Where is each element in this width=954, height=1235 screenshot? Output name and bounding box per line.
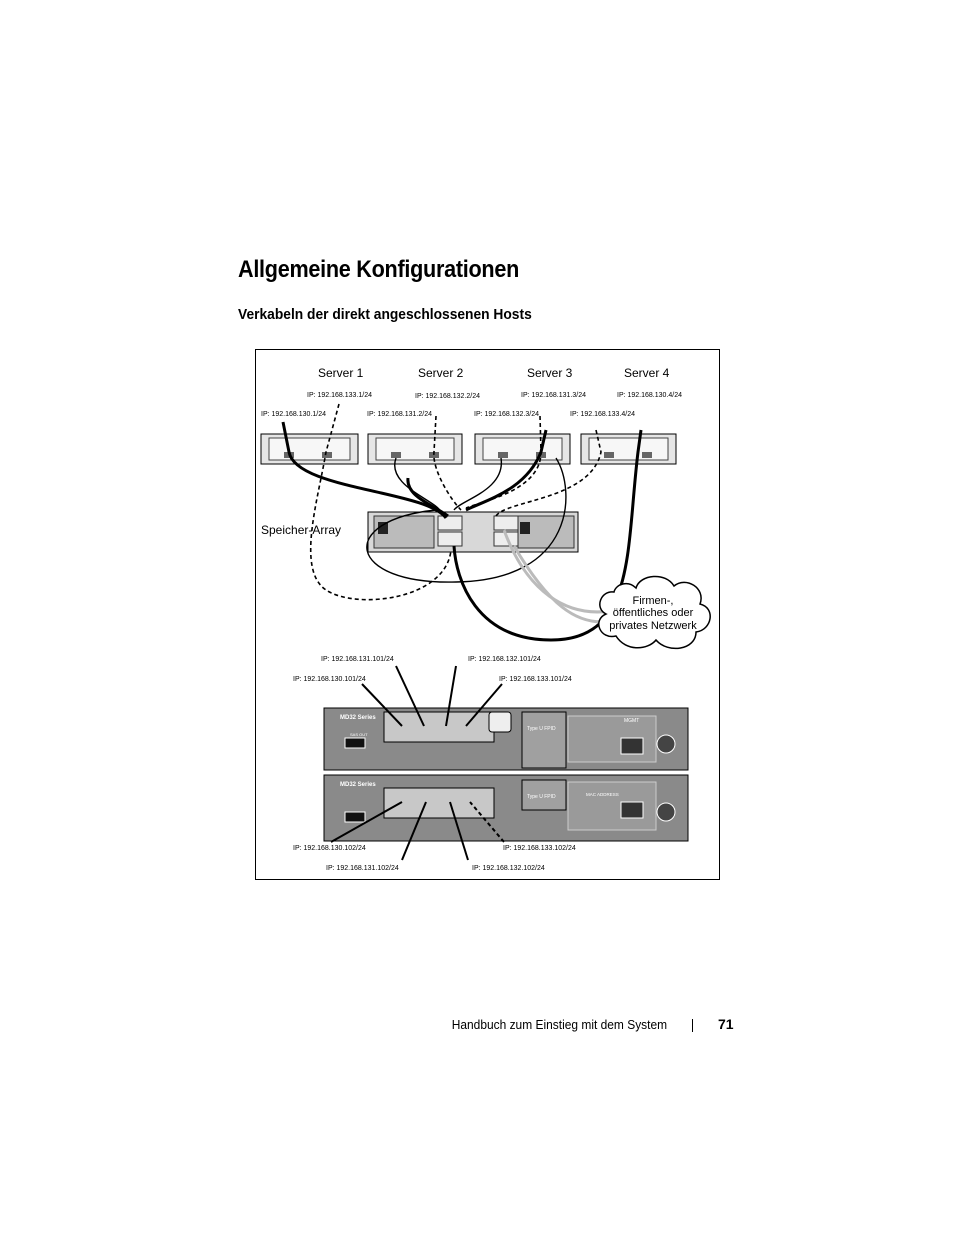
controller-cable-dashed	[469, 801, 505, 843]
solid-cables	[281, 421, 643, 642]
server-4-ip-bottom: IP: 192.168.133.4/24	[570, 411, 635, 418]
section-heading: Verkabeln der direkt angeschlossenen Hos…	[238, 306, 532, 323]
controller-ip-bottom-2: IP: 192.168.133.102/24	[503, 845, 576, 852]
storage-array	[367, 511, 579, 553]
controller-ip-bottom-4: IP: 192.168.132.102/24	[472, 865, 545, 872]
server-4-label: Server 4	[624, 366, 670, 380]
network-label-line-1: Firmen-,	[633, 595, 674, 607]
controller-ip-top-1: IP: 192.168.131.101/24	[321, 656, 394, 663]
controller-ip-top-2: IP: 192.168.132.101/24	[468, 656, 541, 663]
controller-ip-bottom-3: IP: 192.168.131.102/24	[326, 865, 399, 872]
server-4-chassis	[580, 433, 677, 465]
server-1-chassis	[260, 433, 359, 465]
server-3-label: Server 3	[527, 366, 573, 380]
server-4-ip-top: IP: 192.168.130.4/24	[617, 392, 682, 399]
controller-1-fpid: Type U FPID	[527, 726, 556, 732]
controller-1-mgmt: MGMT	[624, 718, 639, 724]
footer-title: Handbuch zum Einstieg mit dem System	[451, 1017, 667, 1032]
server-3-ip-bottom: IP: 192.168.132.3/24	[474, 411, 539, 418]
server-2-ip-bottom: IP: 192.168.131.2/24	[367, 411, 432, 418]
controller-ip-top-4: IP: 192.168.133.101/24	[499, 676, 572, 683]
page-footer: Handbuch zum Einstieg mit dem System 71	[0, 1016, 954, 1037]
server-2-label: Server 2	[418, 366, 464, 380]
server-3-ip-top: IP: 192.168.131.3/24	[521, 392, 586, 399]
server-1-ip-top: IP: 192.168.133.1/24	[307, 392, 372, 399]
server-1-ip-bottom: IP: 192.168.130.1/24	[261, 411, 326, 418]
network-label-line-3: privates Netzwerk	[609, 620, 697, 632]
server-1-label: Server 1	[318, 366, 364, 380]
controller-2-mac: MAC ADDRESS	[586, 792, 619, 797]
controller-module-1: MD32 Series Type U FPID MGMT SAS OUT	[323, 707, 689, 771]
dashed-cables	[309, 403, 602, 601]
controller-1-sas: SAS OUT	[350, 732, 368, 737]
controller-ip-top-3: IP: 192.168.130.101/24	[293, 676, 366, 683]
controller-2-fpid: Type U FPID	[527, 794, 556, 800]
network-label-line-2: öffentliches oder	[613, 607, 694, 619]
thin-cables	[366, 457, 567, 583]
cabling-diagram: Server 1 Server 2 Server 3 Server 4 IP: …	[255, 349, 720, 880]
page-title: Allgemeine Konfigurationen	[238, 256, 519, 283]
controller-ip-bottom-1: IP: 192.168.130.102/24	[293, 845, 366, 852]
controller-cables	[330, 665, 503, 861]
server-2-ip-top: IP: 192.168.132.2/24	[415, 393, 480, 400]
controller-module-2: MD32 Series Type U FPID MAC ADDRESS	[323, 774, 689, 842]
controller-2-series: MD32 Series	[340, 782, 376, 788]
page-number: 71	[718, 1016, 734, 1032]
controller-1-series: MD32 Series	[340, 715, 376, 721]
footer-divider	[692, 1019, 693, 1032]
server-3-chassis	[474, 433, 571, 465]
storage-array-label: Speicher-Array	[261, 523, 341, 537]
server-2-chassis	[367, 433, 463, 465]
network-cloud: Firmen-, öffentliches oder privates Netz…	[598, 575, 711, 650]
